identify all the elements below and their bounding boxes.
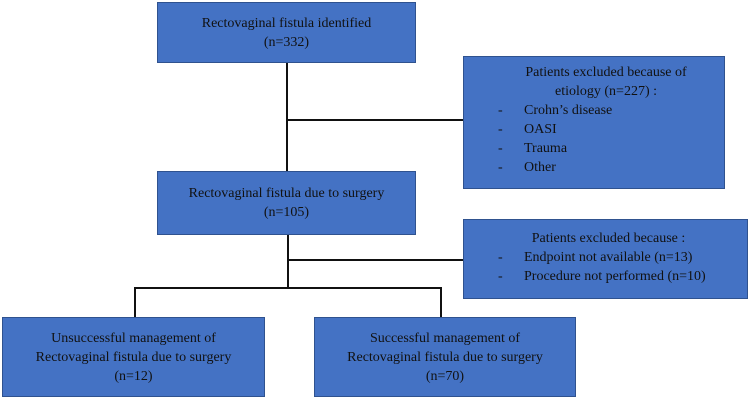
box-identified-count: (n=332) xyxy=(263,34,310,50)
box-fistula-due-to-surgery: Rectovaginal fistula due to surgery (n=1… xyxy=(157,171,416,235)
box-surgery-count: (n=105) xyxy=(263,205,310,220)
box-unsuccessful-line1: Unsuccessful management of xyxy=(51,330,216,346)
box-excluded-other: Patients excluded because : Endpoint not… xyxy=(463,219,748,299)
excluded-etiology-list: Crohn’s disease OASI Trauma Other xyxy=(498,101,714,177)
connector-branch-horizontal xyxy=(134,287,442,289)
box-excluded-etiology-title: Patients excluded because of xyxy=(525,65,687,80)
connector-identified-to-surgery xyxy=(286,63,288,171)
box-surgery-title: Rectovaginal fistula due to surgery xyxy=(188,186,385,201)
list-item: OASI xyxy=(498,120,714,139)
list-item: Trauma xyxy=(498,139,714,158)
box-identified-title: Rectovaginal fistula identified xyxy=(201,15,372,31)
box-excluded-other-title: Patients excluded because : xyxy=(531,231,686,246)
connector-branch-right xyxy=(440,287,442,317)
box-successful-line1: Successful management of xyxy=(369,330,521,346)
list-item: Endpoint not available (n=13) xyxy=(498,248,739,267)
excluded-other-list: Endpoint not available (n=13) Procedure … xyxy=(498,248,739,286)
box-successful-management: Successful management of Rectovaginal fi… xyxy=(314,317,576,397)
list-item: Procedure not performed (n=10) xyxy=(498,267,739,286)
connector-to-excluded-other xyxy=(287,259,463,261)
connector-to-excluded-etiology xyxy=(286,119,463,121)
connector-branch-left xyxy=(134,287,136,317)
box-successful-line2: Rectovaginal fistula due to surgery xyxy=(347,349,543,365)
box-fistula-identified: Rectovaginal fistula identified (n=332) xyxy=(157,2,416,63)
list-item: Crohn’s disease xyxy=(498,101,714,120)
box-unsuccessful-management: Unsuccessful management of Rectovaginal … xyxy=(2,317,265,397)
box-unsuccessful-count: (n=12) xyxy=(114,368,153,384)
box-successful-count: (n=70) xyxy=(425,368,465,384)
box-unsuccessful-line2: Rectovaginal fistula due to surgery xyxy=(35,349,232,365)
connector-surgery-down xyxy=(287,235,289,289)
box-excluded-etiology-count: etiology (n=227) : xyxy=(555,84,657,99)
box-excluded-etiology: Patients excluded because of etiology (n… xyxy=(463,56,725,189)
list-item: Other xyxy=(498,158,714,177)
